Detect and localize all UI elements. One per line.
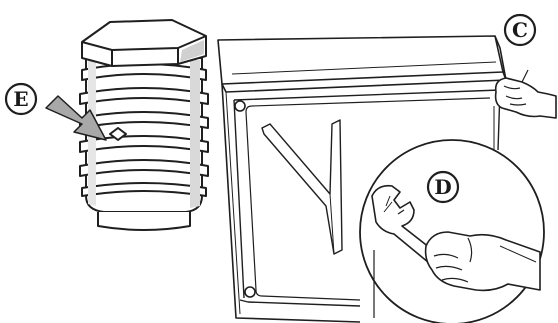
panel-y-channel [262, 120, 342, 254]
callout-d-label: D [434, 175, 451, 199]
callout-c-label: C [512, 18, 528, 42]
callout-e-label: E [13, 87, 28, 111]
screw-top-left [235, 101, 245, 111]
callout-c: C [505, 15, 535, 45]
foot-hex-nut [82, 20, 206, 66]
screw-bottom-left [245, 287, 255, 297]
adjustable-foot [80, 20, 208, 230]
callout-e: E [6, 84, 36, 114]
callout-d: D [428, 172, 458, 202]
wrench-detail-circle: D [360, 140, 544, 323]
foot-threaded-body [80, 58, 208, 230]
